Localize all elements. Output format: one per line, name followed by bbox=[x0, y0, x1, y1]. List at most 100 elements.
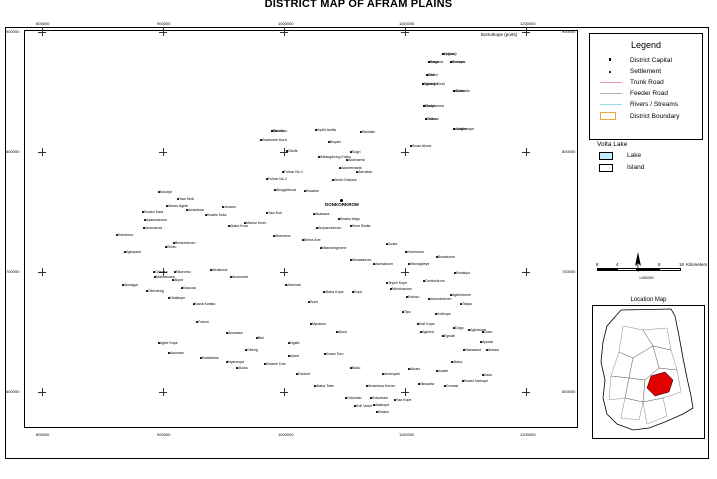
scale-tick: 16 bbox=[679, 262, 685, 267]
scale-tick: 0 bbox=[636, 262, 639, 267]
settlement-label: Osaikope bbox=[170, 296, 186, 300]
settlement-label: Adomemanik bbox=[341, 166, 362, 170]
settlement-dot bbox=[454, 272, 456, 274]
settlement-label: Logba bbox=[444, 52, 454, 56]
settlement-dot bbox=[425, 118, 427, 120]
settlement-label: Nkwanta bbox=[420, 382, 434, 386]
settlement-dot bbox=[453, 128, 455, 130]
y-label-left: 900000 bbox=[6, 29, 20, 34]
settlement-label: Kadiatsme bbox=[202, 356, 219, 360]
settlement-dot bbox=[186, 209, 188, 211]
settlement-label: Adomankrom bbox=[430, 297, 452, 301]
settlement-label: Nkanshegrome bbox=[322, 246, 347, 250]
settlement-dot bbox=[158, 342, 160, 344]
y-label-left: 600000 bbox=[6, 389, 20, 394]
settlement-dot bbox=[352, 291, 354, 293]
settlement-label: Odenso bbox=[155, 270, 168, 274]
settlement-dot bbox=[451, 361, 453, 363]
scale-segment bbox=[597, 268, 617, 271]
settlement-label: Ataka Kura bbox=[230, 224, 248, 228]
settlement-dot bbox=[174, 271, 176, 273]
settlement-dot bbox=[408, 263, 410, 265]
settlement-dot bbox=[356, 171, 358, 173]
settlement-label: Akpor bbox=[174, 278, 184, 282]
settlement-label: Amankwa bbox=[188, 208, 204, 212]
settlement-dot bbox=[423, 280, 425, 282]
settlement-dot bbox=[450, 294, 452, 296]
settlement-label: Ataka Tobe bbox=[316, 384, 334, 388]
settlement-label: Yaw Kuk bbox=[268, 211, 282, 215]
settlement-label: Obenteng bbox=[148, 289, 164, 293]
grid-cross-icon bbox=[401, 28, 409, 36]
legend-title: Legend bbox=[630, 40, 662, 50]
settlement-label: Egwati bbox=[444, 334, 455, 338]
settlement-label: Bowakrom bbox=[438, 255, 455, 259]
settlement-label: Kokomasi bbox=[372, 396, 388, 400]
settlement-label: Bendako bbox=[273, 129, 288, 133]
settlement-label: Kedakpo bbox=[456, 271, 471, 275]
settlement-dot bbox=[226, 332, 228, 334]
settlement-label: Donkorkrom bbox=[425, 279, 445, 283]
settlement-dot bbox=[165, 246, 167, 248]
settlement-dot bbox=[271, 130, 273, 132]
settlement-label: Sikakudo bbox=[455, 89, 470, 93]
grid-cross-icon bbox=[159, 268, 167, 276]
settlement-label: Agbopesi bbox=[126, 250, 141, 254]
settlement-dot bbox=[390, 288, 392, 290]
settlement-label: Mafoanowa bbox=[156, 275, 175, 279]
settlement-dot bbox=[462, 380, 464, 382]
settlement-dot bbox=[382, 373, 384, 375]
ghana-outline-icon bbox=[600, 308, 694, 431]
settlement-dot bbox=[264, 363, 266, 365]
settlement-label: Adrotesu bbox=[358, 170, 373, 174]
settlement-label: Boyani bbox=[330, 140, 341, 144]
settlement-dot bbox=[480, 341, 482, 343]
settlement-label: Tipu bbox=[404, 310, 411, 314]
settlement-label: Kyebi Anitfa bbox=[317, 128, 336, 132]
settlement-label: Odomo bbox=[427, 117, 439, 121]
settlement-dot bbox=[482, 374, 484, 376]
settlement-dot bbox=[386, 243, 388, 245]
settlement-dot bbox=[324, 353, 326, 355]
settlement-dot bbox=[350, 259, 352, 261]
settlement-dot bbox=[266, 178, 268, 180]
settlement-label: Kasu bbox=[484, 373, 493, 377]
settlement-label: Bentumkrom bbox=[175, 241, 196, 245]
settlement-label: Dosu bbox=[484, 330, 493, 334]
settlement-label: Sebuleso bbox=[118, 233, 133, 237]
settlement-dot bbox=[314, 385, 316, 387]
settlement-label: Abofo Daboso bbox=[334, 178, 357, 182]
settlement-label: Akrani bbox=[410, 367, 421, 371]
settlement-label: Zuaia bbox=[388, 242, 397, 246]
settlement-dot bbox=[304, 190, 306, 192]
legend-label: District Capital bbox=[630, 57, 672, 64]
settlement-dot bbox=[350, 367, 352, 369]
settlement-label: Sumi bbox=[310, 300, 319, 304]
settlement-dot bbox=[146, 290, 148, 292]
settlement-label: Kwahorse Kura bbox=[262, 138, 287, 142]
settlement-dot bbox=[282, 171, 284, 173]
settlement-label: Amankwa Kurom bbox=[368, 384, 396, 388]
settlement-dot bbox=[144, 219, 146, 221]
settlement-dot bbox=[244, 222, 246, 224]
settlement-dot bbox=[296, 373, 298, 375]
settlement-dot bbox=[166, 205, 168, 207]
settlement-dot bbox=[286, 150, 288, 152]
settlement-dot bbox=[328, 141, 330, 143]
settlement-dot bbox=[308, 301, 310, 303]
settlement-dot bbox=[288, 355, 290, 357]
settlement-label: Badu bbox=[352, 366, 361, 370]
settlement-dot bbox=[173, 242, 175, 244]
settlement-label: Kwesi bbox=[428, 73, 438, 77]
settlement-label: Obeng bbox=[247, 348, 258, 352]
settlement-dot bbox=[323, 291, 325, 293]
settlement-dot bbox=[205, 214, 207, 216]
settlement-dot bbox=[373, 404, 375, 406]
settlement-label: Yaw Kedi bbox=[179, 197, 194, 201]
settlement-dot bbox=[339, 167, 341, 169]
settlement-label: Ikege bbox=[430, 60, 439, 64]
settlement-label: Dzoboe bbox=[298, 372, 311, 376]
settlement-dot bbox=[460, 303, 462, 305]
settlement-dot bbox=[315, 129, 317, 131]
settlement-label: Kwaku bbox=[378, 410, 389, 414]
